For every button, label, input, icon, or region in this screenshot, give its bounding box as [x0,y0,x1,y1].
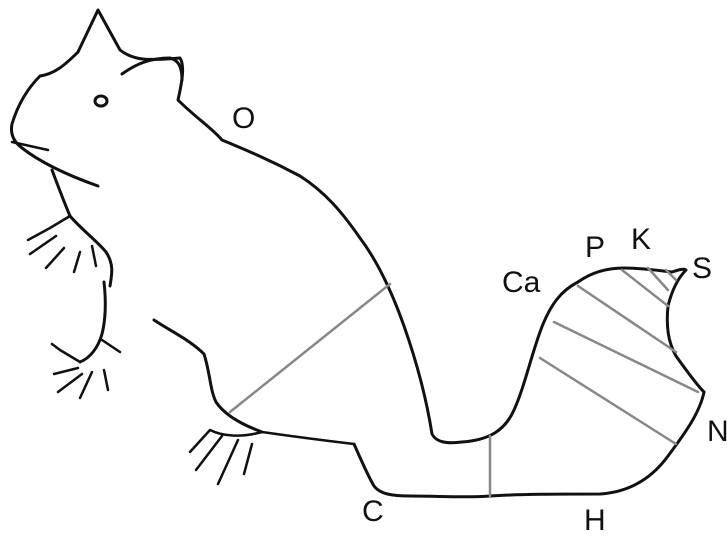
front-paw-upper [28,216,96,272]
label-c: C [362,497,384,527]
label-h: H [584,506,606,536]
eye [95,96,107,106]
label-k: K [631,225,651,255]
chest-outline [52,170,112,286]
body-outline [78,10,578,443]
front-paw-lower [52,340,120,398]
haunch-outline [154,320,262,432]
label-ca: Ca [502,268,540,298]
label-p: P [585,233,605,263]
label-s: S [692,254,712,284]
hind-foot [190,430,354,484]
tail-outline [578,268,704,392]
divider-body [230,284,390,412]
divider-tail-4 [622,270,668,306]
ear-outline [122,58,182,80]
base-outline [354,392,704,497]
front-leg-lower [80,282,105,362]
label-n: N [707,417,727,447]
label-o: O [232,104,255,134]
face-outline [11,52,98,186]
